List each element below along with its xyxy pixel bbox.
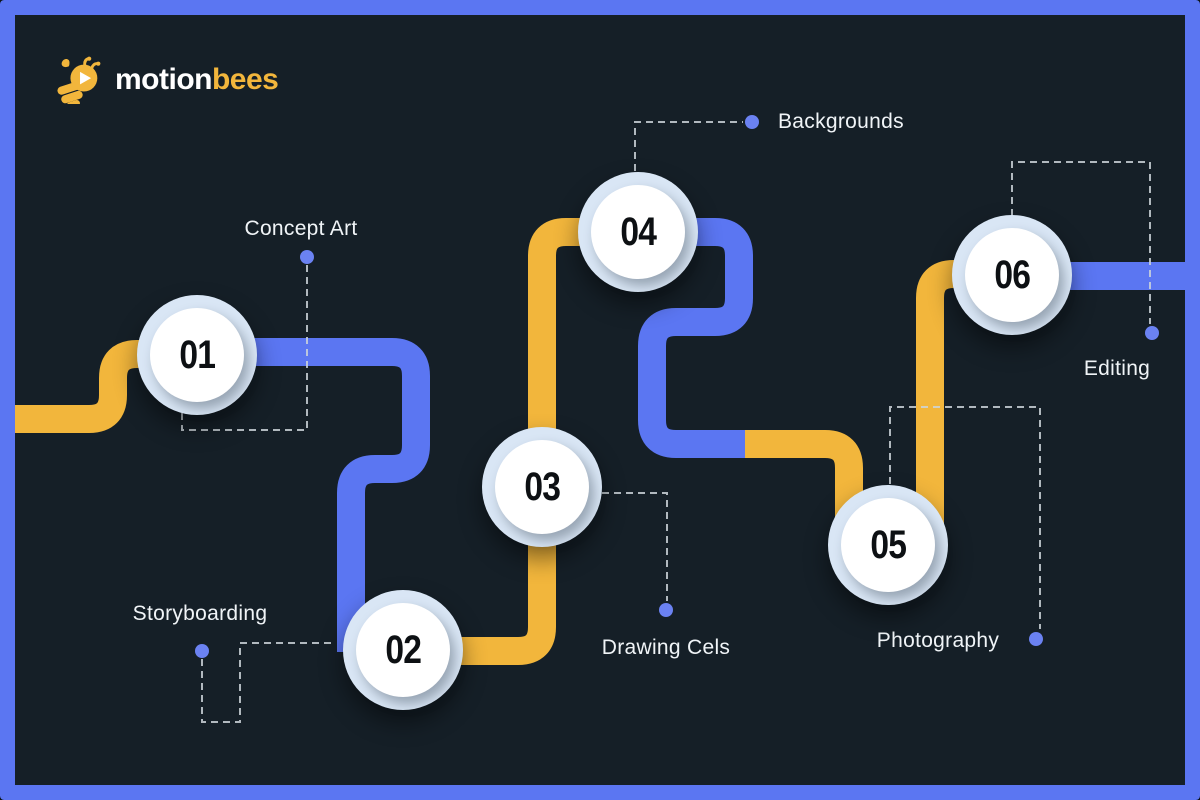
route-01-to-02	[197, 338, 430, 652]
label-connectors	[181, 121, 1151, 723]
step-node-03-inner: 03	[495, 440, 589, 534]
step-node-04-inner: 04	[591, 185, 685, 279]
step-node-02-inner: 02	[356, 603, 450, 697]
step-node-01-inner: 01	[150, 308, 244, 402]
concept-art-dot	[300, 250, 314, 264]
photography-dot	[1029, 632, 1043, 646]
connector-storyboarding	[201, 642, 334, 723]
step-node-02: 02	[343, 590, 463, 710]
connector-photography	[889, 406, 1041, 629]
logo-text-bees: bees	[211, 63, 279, 96]
label-backgrounds: Backgrounds	[778, 110, 904, 133]
label-drawing-cels: Drawing Cels	[601, 636, 731, 659]
step-number: 04	[620, 209, 657, 254]
route-start-to-01	[6, 340, 199, 433]
backgrounds-dot	[745, 115, 759, 129]
route-merge-to-05	[745, 430, 863, 548]
route-04-to-merge	[636, 218, 753, 458]
step-node-01: 01	[137, 295, 257, 415]
drawing-cels-dot	[659, 603, 673, 617]
step-number: 06	[994, 252, 1031, 297]
step-node-05: 05	[828, 485, 948, 605]
step-number: 02	[385, 627, 422, 672]
label-storyboarding: Storyboarding	[132, 602, 268, 625]
step-number: 01	[179, 332, 216, 377]
step-node-05-inner: 05	[841, 498, 935, 592]
storyboarding-dot	[195, 644, 209, 658]
step-node-06: 06	[952, 215, 1072, 335]
editing-dot	[1145, 326, 1159, 340]
connector-backgrounds	[634, 121, 743, 171]
connector-editing	[1011, 161, 1151, 324]
logo-wordmark: motion bees	[115, 63, 279, 96]
label-concept-art: Concept Art	[244, 217, 358, 240]
step-node-04: 04	[578, 172, 698, 292]
logo-text-motion: motion	[115, 63, 212, 96]
bee-icon	[57, 56, 101, 104]
step-number: 03	[524, 464, 561, 509]
connector-drawing-cels	[602, 492, 668, 601]
logo: motion bees	[56, 56, 279, 104]
step-node-03: 03	[482, 427, 602, 547]
step-node-06-inner: 06	[965, 228, 1059, 322]
step-number: 05	[870, 522, 907, 567]
label-photography: Photography	[876, 629, 1000, 652]
label-editing: Editing	[1083, 357, 1151, 380]
